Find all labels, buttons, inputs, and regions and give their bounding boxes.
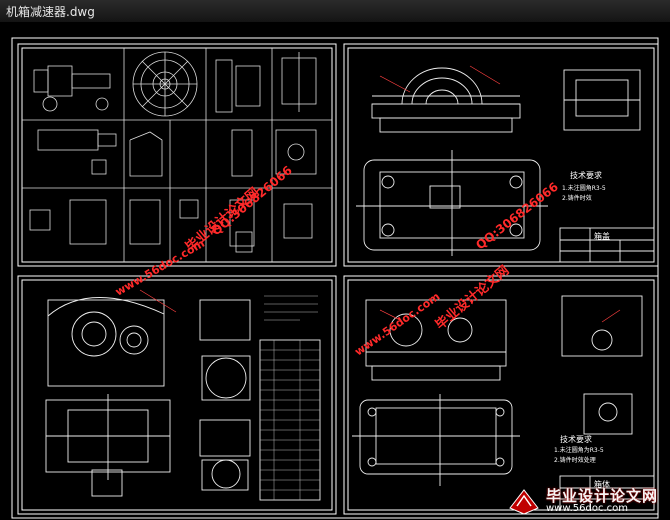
watermark-qq-2: QQ:306826066 (473, 180, 561, 253)
bottom-right-housing-drawing (352, 295, 655, 511)
site-logo-badge: 毕业设计论文网 www.56doc.com (504, 484, 664, 518)
cad-drawing-canvas[interactable]: 箱盖 技术要求 1.未注圆角R3-5 2.铸件时效 (0, 22, 670, 520)
watermark-site-1: www.56doc.com (113, 237, 207, 299)
sheet-top-right (343, 43, 659, 267)
window-title: 机箱减速器.dwg (6, 5, 95, 19)
top-left-part-drawings (22, 48, 332, 262)
dimension-leaders (139, 65, 621, 323)
tech-req-note-1-top: 1.未注圆角R3-5 (562, 184, 606, 192)
badge-name: 毕业设计论文网 (546, 487, 659, 505)
tech-req-note-1-bottom: 1.未注圆角为R3-5 (554, 446, 604, 454)
bottom-left-assembly-drawing (45, 297, 321, 501)
parts-list-rows (260, 295, 320, 500)
drawing-svg: 箱盖 技术要求 1.未注圆角R3-5 2.铸件时效 (11, 37, 659, 519)
title-block-housing: 箱体 (594, 479, 610, 489)
sheet-bottom-right (343, 275, 659, 515)
tech-req-title-top: 技术要求 (570, 170, 602, 180)
tech-req-note-2-bottom: 2.铸件时效处理 (554, 456, 596, 464)
sheet-bottom-left (17, 275, 337, 515)
tech-req-title-bottom: 技术要求 (560, 434, 592, 444)
top-right-cover-drawing (356, 67, 655, 263)
outer-frame (11, 37, 659, 519)
sheet-top-left (17, 43, 337, 267)
tech-req-note-2-top: 2.铸件时效 (562, 194, 592, 202)
watermark-layer: 毕业设计论文网 QQ:306826066 www.56doc.com QQ:30… (113, 163, 561, 358)
title-block-cover: 箱盖 (594, 231, 610, 241)
book-logo-icon (509, 489, 539, 515)
window-titlebar: 机箱减速器.dwg (0, 0, 670, 23)
watermark-brand-2: 毕业设计论文网 (432, 262, 512, 333)
badge-url: www.56doc.com (546, 503, 629, 514)
